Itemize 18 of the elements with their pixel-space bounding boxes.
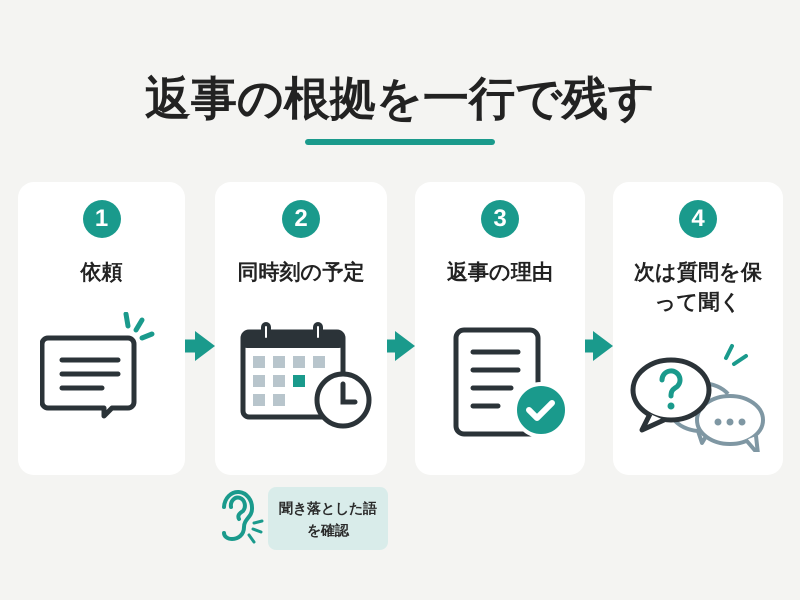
arrow xyxy=(385,331,415,361)
step-card xyxy=(613,182,783,475)
step-title: 返事の理由 xyxy=(447,260,553,286)
step-title: 同時刻の予定 xyxy=(238,260,364,286)
step-number-badge: 2 xyxy=(282,200,320,238)
note-box xyxy=(268,487,388,550)
step-title: 次は質問を保って聞く xyxy=(633,260,763,316)
step-number-badge: 1 xyxy=(82,200,120,238)
step-card xyxy=(415,182,585,475)
arrow xyxy=(583,331,613,361)
step-number-badge: 3 xyxy=(481,200,519,238)
step-card xyxy=(215,182,387,475)
step-title: 依頼 xyxy=(80,260,122,286)
step-card xyxy=(18,182,185,475)
step-number-badge: 4 xyxy=(679,200,717,238)
title: 返事の根拠を一行で残す xyxy=(145,71,655,126)
arrow xyxy=(183,331,215,361)
note-text: 聞き落とした語を確認 xyxy=(278,498,378,540)
